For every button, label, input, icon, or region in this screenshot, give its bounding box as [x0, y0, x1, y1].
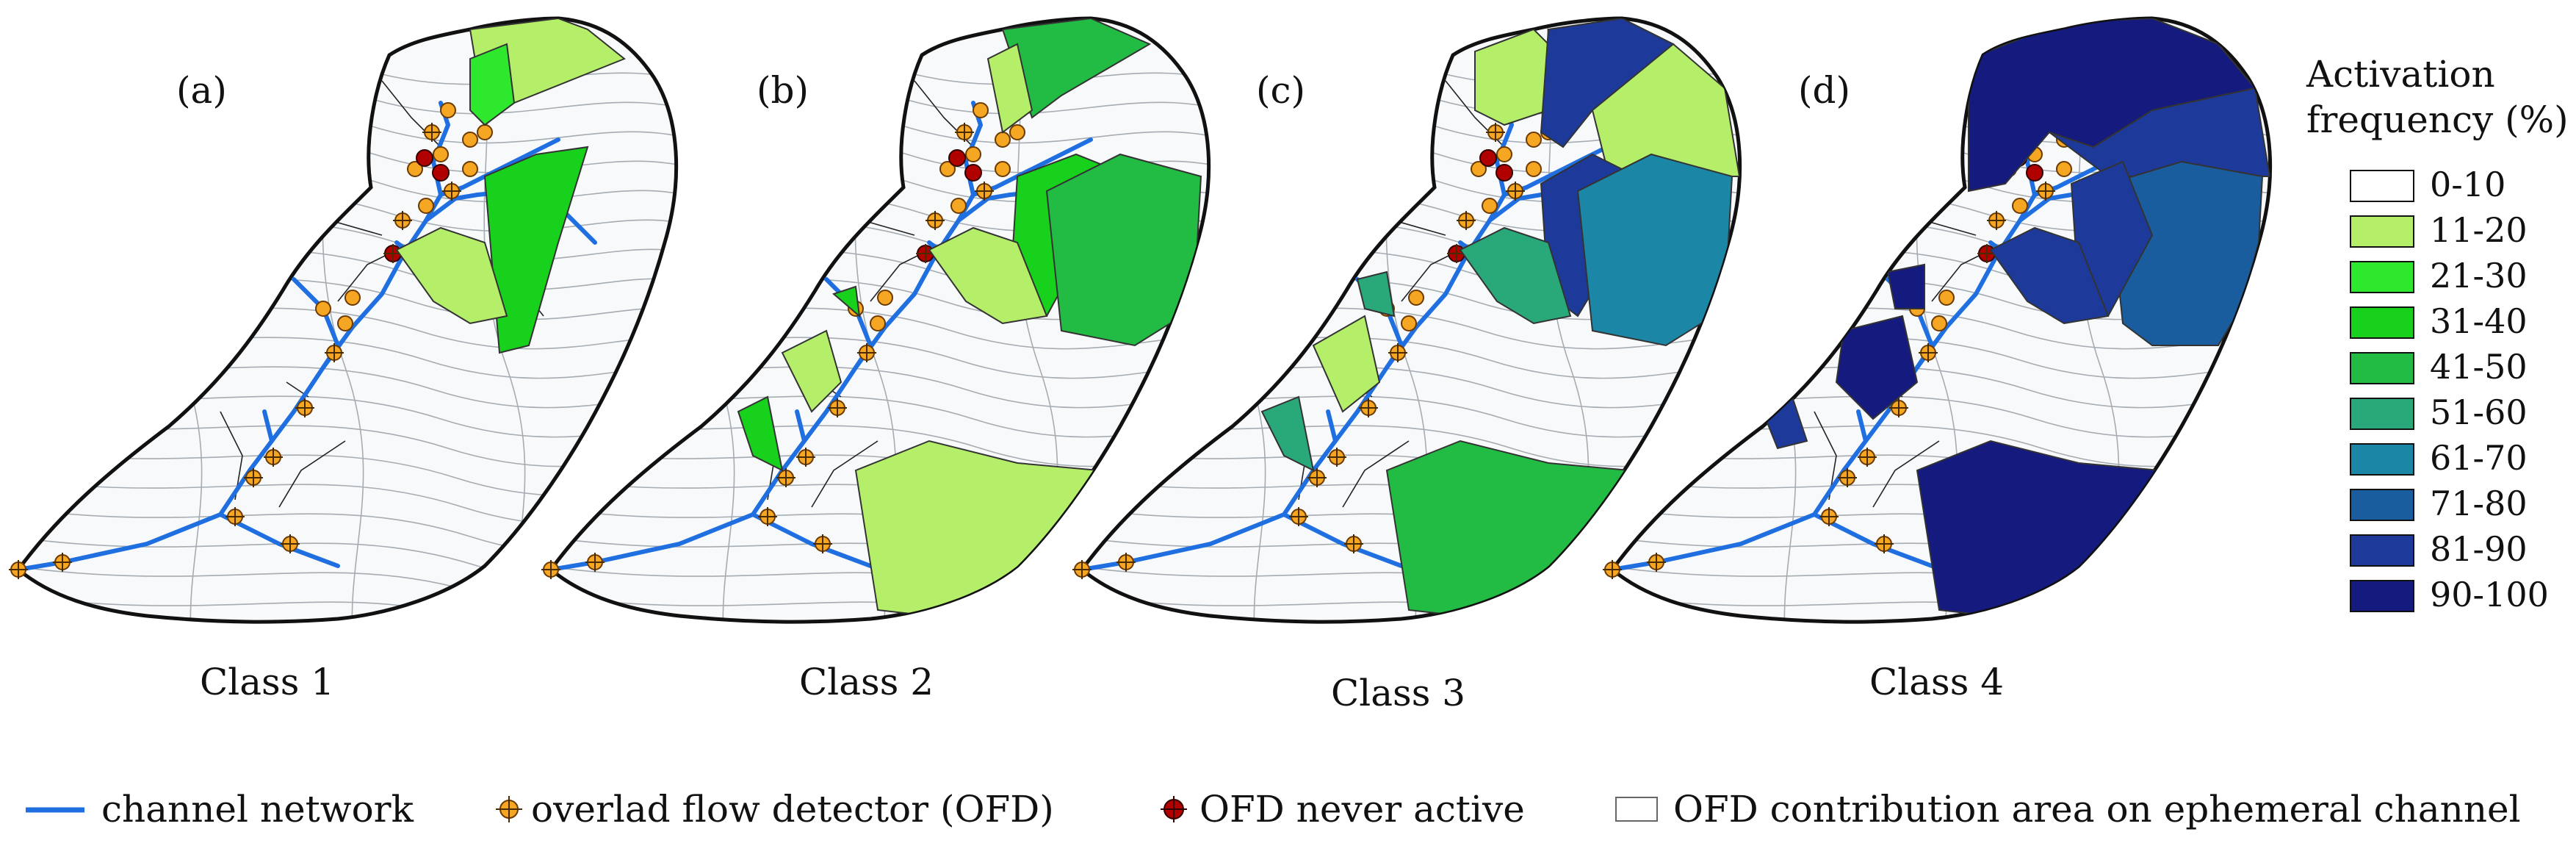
contribution-area-label: OFD contribution area on ephemeral chann…: [1673, 788, 2521, 831]
panel-b: [533, 0, 1230, 661]
legend-title-line2: frequency (%): [2306, 98, 2569, 141]
bottom-legend: channel network overlad flow detector (O…: [26, 788, 2521, 831]
legend-swatch-4: [2350, 306, 2414, 339]
panel-letter-c: (c): [1256, 69, 1305, 112]
legend-title-line1: Activation: [2306, 53, 2495, 96]
activation-legend: Activation frequency (%) 0-10 11-20 21-30 3…: [2306, 53, 2569, 614]
contribution-area-symbol: [1615, 797, 1658, 822]
channel-network-label: channel network: [101, 788, 414, 831]
legend-swatch-2: [2350, 215, 2414, 248]
legend-label-1: 0-10: [2430, 165, 2505, 204]
zone-d-7: [1835, 315, 1919, 420]
legend-swatch-5: [2350, 352, 2414, 384]
zone-b-2: [986, 43, 1033, 134]
legend-label-2: 11-20: [2430, 210, 2528, 250]
zone-b-5: [928, 226, 1048, 325]
legend-label-10: 90-100: [2430, 575, 2549, 614]
legend-label-4: 31-40: [2430, 301, 2528, 341]
ofd-never-active-label: OFD never active: [1199, 788, 1525, 831]
zone-b-9: [832, 285, 861, 318]
panel-c: [1064, 0, 1761, 661]
ofd-label: overlad flow detector (OFD): [531, 788, 1054, 831]
class-label-1: Class 1: [200, 661, 334, 703]
zone-c-8: [1312, 315, 1381, 413]
class-label-3: Class 3: [1331, 672, 1465, 714]
legend-swatch-6: [2350, 398, 2414, 430]
legend-swatch-7: [2350, 443, 2414, 476]
zone-a-2: [469, 43, 516, 126]
zone-a-4: [395, 226, 508, 325]
panel-letter-a: (a): [176, 69, 227, 112]
zone-b-8: [737, 395, 784, 472]
zone-b-7: [781, 329, 843, 413]
panel-d: [1594, 0, 2292, 661]
legend-label-8: 71-80: [2430, 484, 2528, 523]
legend-label-6: 51-60: [2430, 392, 2528, 432]
legend-label-3: 21-30: [2430, 256, 2528, 295]
zone-d-9: [1886, 263, 1925, 309]
panel-letter-d: (d): [1798, 69, 1850, 112]
zone-c-6: [1459, 226, 1572, 325]
zone-c-5: [1576, 153, 1733, 347]
zone-c-10: [1356, 270, 1396, 318]
legend-swatch-10: [2350, 580, 2414, 612]
legend-swatch-8: [2350, 489, 2414, 521]
zone-b-4: [1045, 153, 1202, 347]
ofd-never-active-symbol: [1161, 796, 1187, 822]
class-label-2: Class 2: [799, 661, 934, 703]
class-label-4: Class 4: [1869, 661, 2004, 703]
zone-c-9: [1260, 395, 1315, 472]
zone-a-3: [483, 146, 589, 354]
legend-label-7: 61-70: [2430, 438, 2528, 478]
legend-swatch-1: [2350, 170, 2414, 202]
legend-label-5: 41-50: [2430, 347, 2528, 387]
ofd-symbol: [496, 796, 522, 822]
panel-a: [0, 0, 698, 661]
legend-label-9: 81-90: [2430, 529, 2528, 569]
legend-swatch-9: [2350, 534, 2414, 567]
zone-d-5: [1989, 226, 2110, 325]
legend-swatch-3: [2350, 261, 2414, 293]
panel-letter-b: (b): [757, 69, 809, 112]
